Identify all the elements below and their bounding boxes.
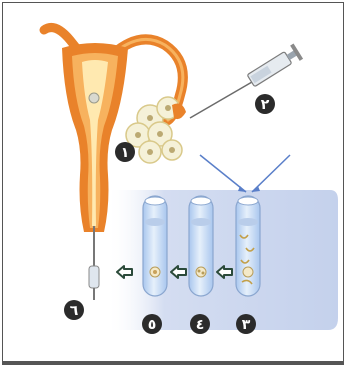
step-label-4: ٤ xyxy=(196,317,205,333)
step-label-5: ٥ xyxy=(148,317,157,333)
syringe-icon xyxy=(190,44,303,118)
ovary-follicles xyxy=(126,97,186,163)
step-label-6: ٦ xyxy=(70,303,79,319)
step-badge-5: ٥ xyxy=(142,314,162,334)
step-badge-2: ٢ xyxy=(255,94,275,114)
test-tube-cell-division xyxy=(189,196,213,296)
step-label-3: ٣ xyxy=(242,317,251,333)
test-tube-fertilization xyxy=(236,196,260,296)
step-label-1: ١ xyxy=(121,145,130,161)
step-badge-4: ٤ xyxy=(190,314,210,334)
step-badge-3: ٣ xyxy=(236,314,256,334)
step-badge-6: ٦ xyxy=(64,300,84,320)
pointer-lines xyxy=(200,155,290,192)
test-tube-embryo xyxy=(143,196,167,296)
lab-tray xyxy=(106,190,338,330)
step-label-2: ٢ xyxy=(261,97,270,113)
step-badge-1: ١ xyxy=(115,142,135,162)
